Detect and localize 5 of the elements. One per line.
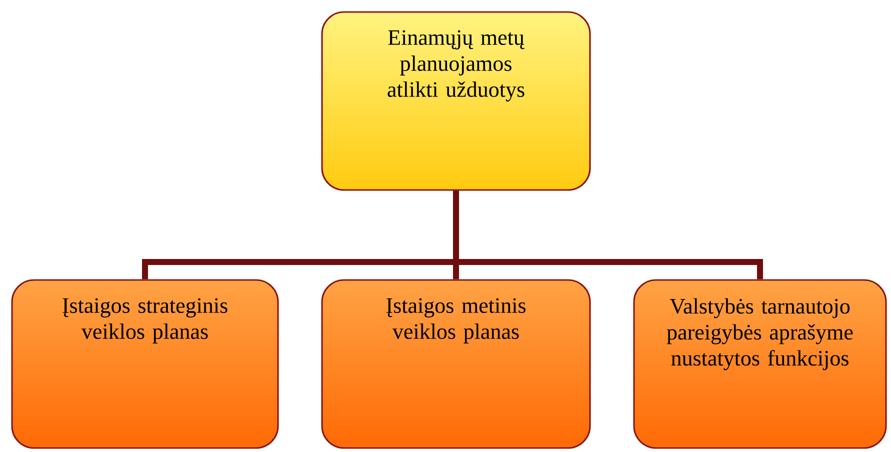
task-box: Einamųjų metų planuojamos atlikti užduotys (321, 11, 591, 191)
plan-box: Įstaigos strateginis veiklos planas (11, 279, 279, 449)
plan-box: Valstybės tarnautojo pareigybės aprašyme nustatytos funkcijos (633, 279, 887, 449)
connector-line (453, 190, 763, 280)
plan-box: Įstaigos metinis veiklos planas (321, 279, 591, 449)
